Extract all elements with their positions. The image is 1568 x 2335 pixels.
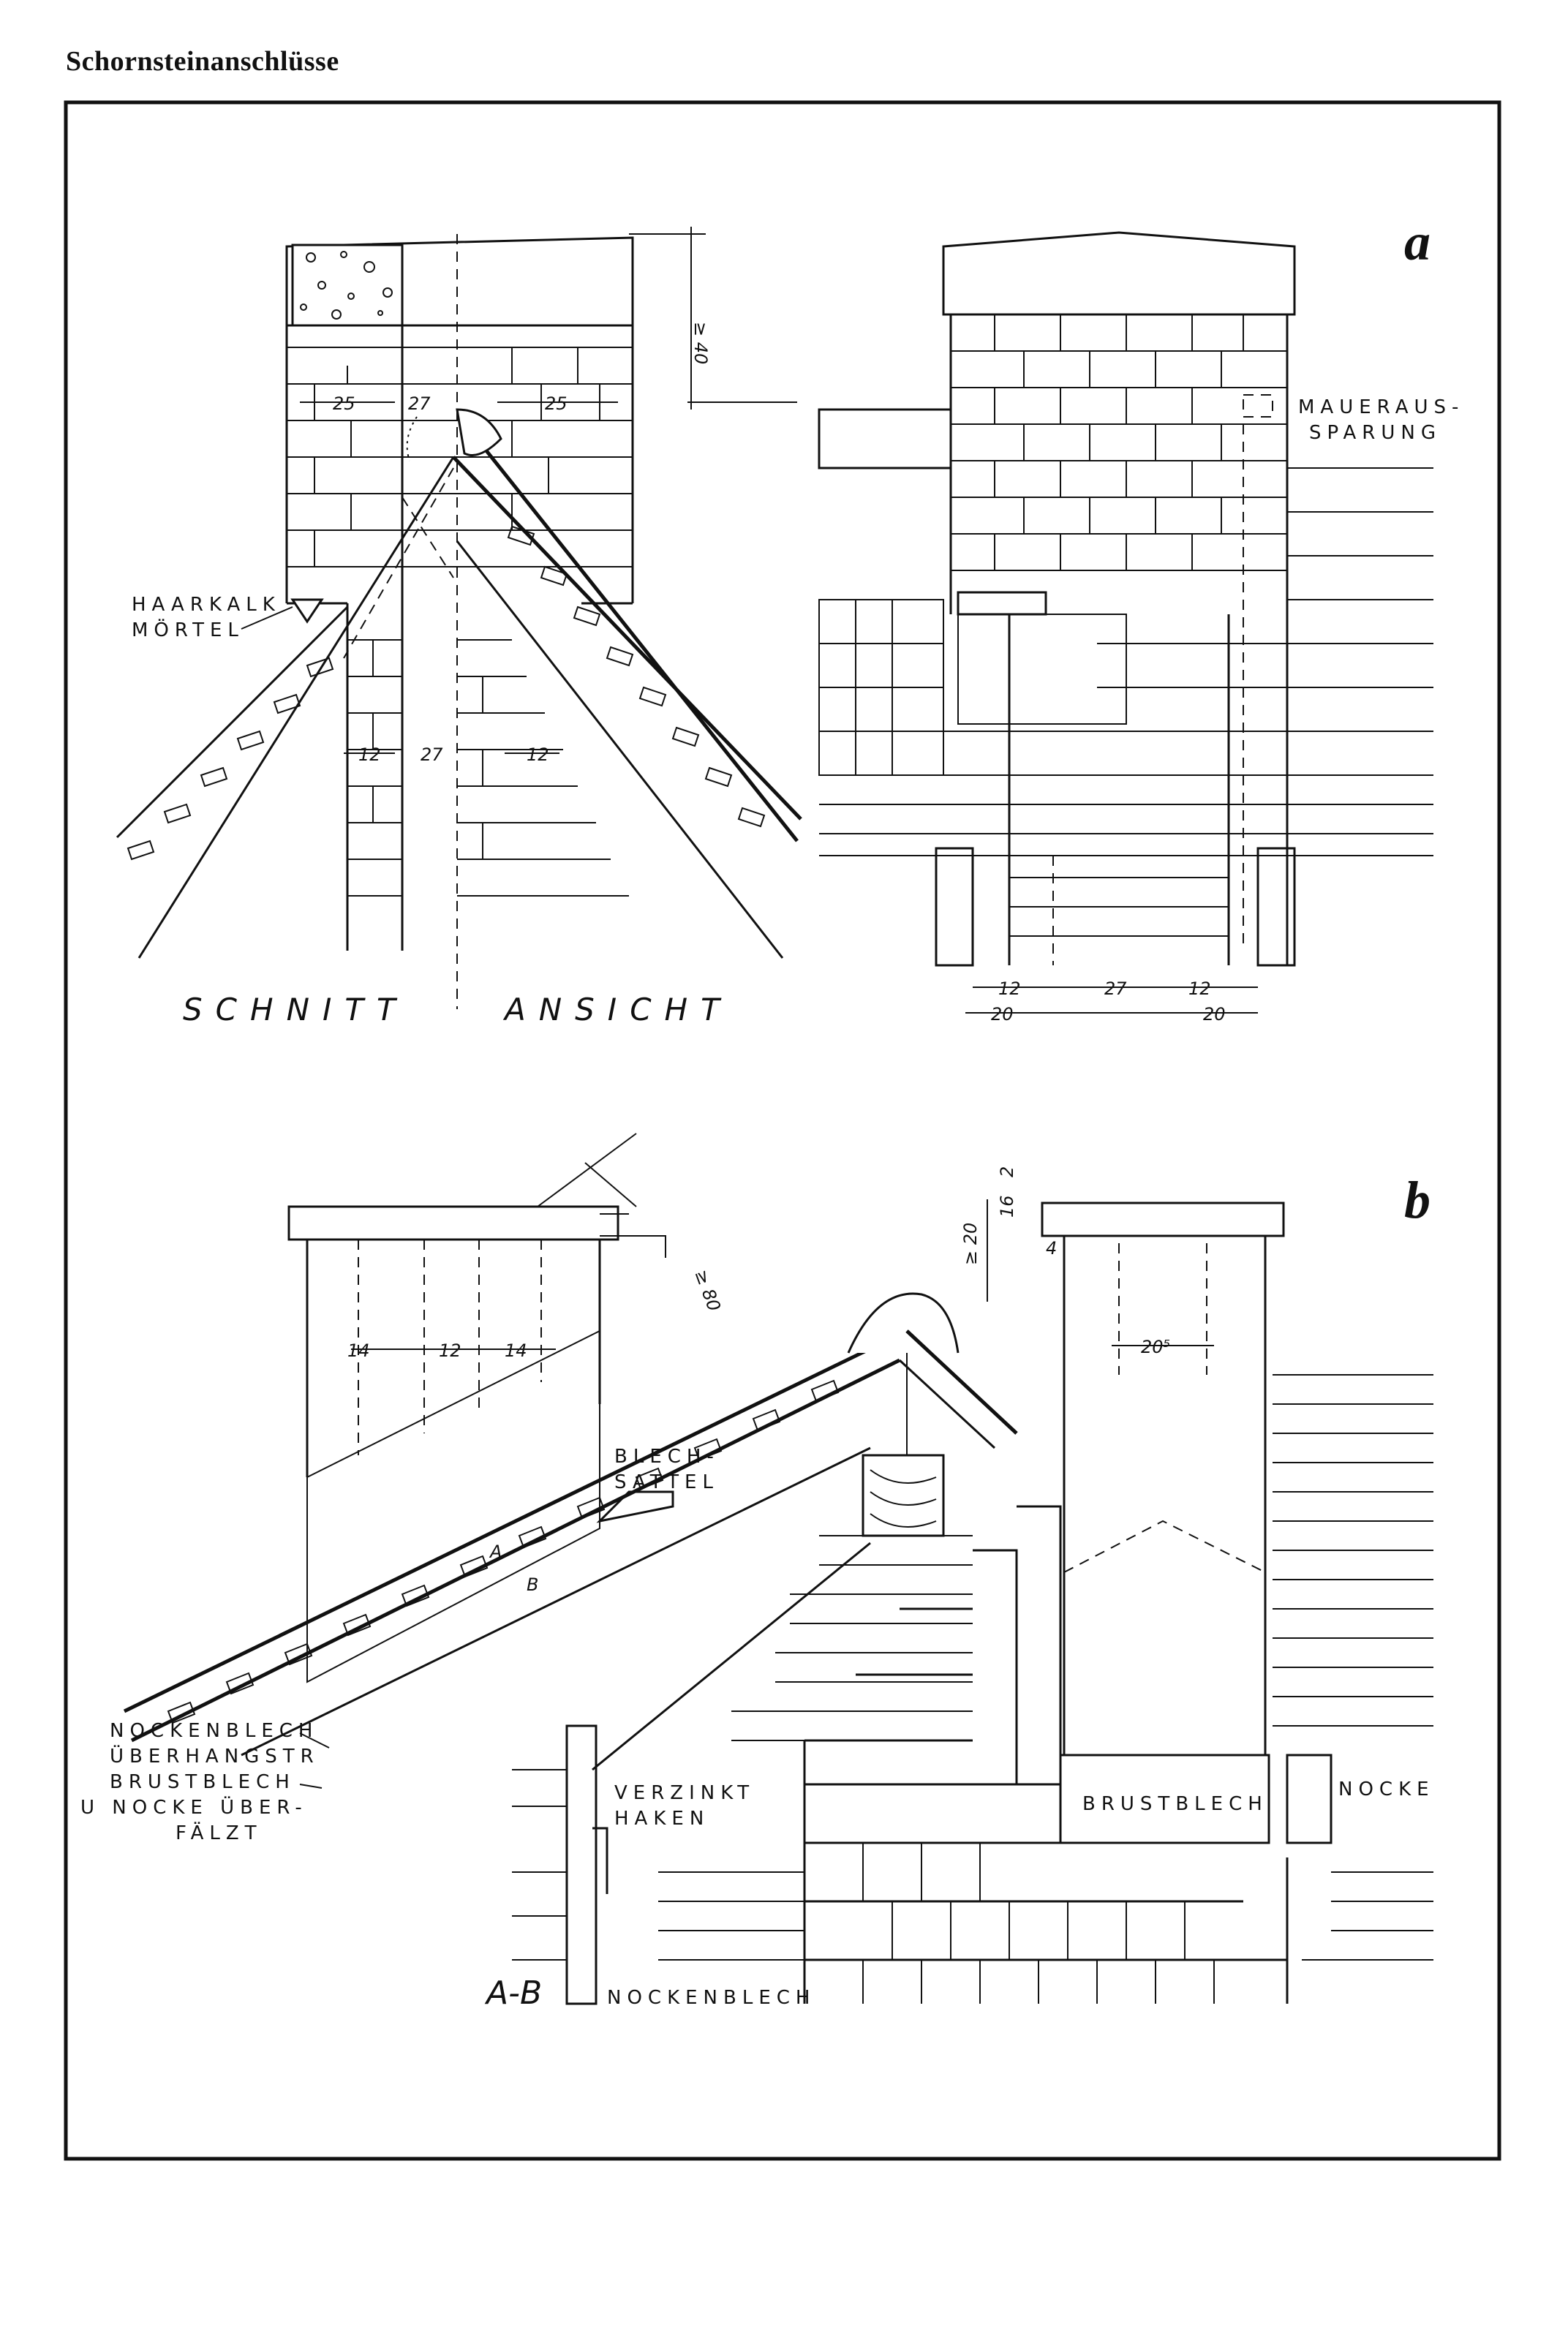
label-ab: A-B xyxy=(484,1974,542,2012)
label-haken: HAKEN xyxy=(614,1808,709,1830)
flashing-plate xyxy=(306,1329,600,1683)
label-blech: BLECH- xyxy=(614,1446,720,1468)
dim-14a: 14 xyxy=(347,1340,370,1361)
panel-letter-a: a xyxy=(1404,213,1431,271)
dim-14b: 14 xyxy=(505,1340,527,1361)
elevation-drawing: MAUERAUS- SPARUNG 12 27 12 20 20 xyxy=(818,231,1464,1025)
page-title: Schornsteinanschlüsse xyxy=(66,46,339,77)
tiles-slope-right xyxy=(507,525,766,828)
panel-a: a xyxy=(116,213,1464,1027)
dim-flue: 27 xyxy=(408,393,431,414)
chimney-cap-right xyxy=(942,231,1296,316)
dim-lower-right: 12 xyxy=(527,744,549,765)
label-nockenblech-detail: NOCKENBLECH xyxy=(607,1987,815,2009)
dim-205: 20⁵ xyxy=(1141,1337,1170,1357)
label-b: B xyxy=(527,1574,538,1595)
section-drawing: 25 27 25 ≥ 40 12 27 12 HAARKALK MÖRTEL S… xyxy=(116,227,802,1027)
rafter-b xyxy=(241,1446,871,1757)
dim-wall-right: 25 xyxy=(545,393,568,414)
chimney-cap-b-left xyxy=(287,1205,619,1241)
dim-view-12b: 12 xyxy=(1188,978,1211,999)
ridge-cap-elevation xyxy=(818,408,952,469)
dim-20: ≥ 20 xyxy=(960,1223,981,1265)
dim-view-20b: 20 xyxy=(1203,1004,1226,1025)
mortar-fillet xyxy=(456,408,502,456)
dim-12: 12 xyxy=(439,1340,461,1361)
label-nocken2: ÜBERHANGSTR xyxy=(110,1744,320,1768)
brick-courses-section xyxy=(287,347,633,897)
chimney-oblique-section: 14 12 14 ≥ 80 xyxy=(80,1133,1018,1844)
dim-16: 16 xyxy=(997,1195,1017,1218)
nocke-plate xyxy=(1286,1754,1333,1844)
label-maueraus: MAUERAUS- xyxy=(1298,396,1464,418)
label-nocken1: NOCKENBLECH xyxy=(110,1720,318,1742)
dim-view-12a: 12 xyxy=(998,978,1021,999)
dim-view-27: 27 xyxy=(1104,978,1127,999)
label-nocken5: FÄLZT xyxy=(176,1821,263,1844)
tile-field-b xyxy=(658,1374,1433,1961)
dim-view-20a: 20 xyxy=(991,1004,1014,1025)
panel-letter-b: b xyxy=(1404,1171,1431,1229)
label-brustblech: BRUSTBLECH xyxy=(1082,1793,1268,1815)
roof-slope-upper xyxy=(123,1329,908,1713)
stepped-tiles-b xyxy=(803,1505,1289,2004)
panel-b: b 14 12 14 ≥ 80 xyxy=(80,1133,1435,2012)
sheet-border xyxy=(64,100,1501,2161)
concrete-aggregate xyxy=(300,251,393,320)
label-ansicht: ANSICHT xyxy=(502,992,733,1027)
rafter-right xyxy=(456,540,784,959)
dim-80: ≥ 80 xyxy=(690,1267,724,1313)
dim-wall-left: 25 xyxy=(333,393,355,414)
label-nocke: NOCKE xyxy=(1338,1778,1435,1800)
label-sparung: SPARUNG xyxy=(1309,422,1441,444)
concrete-cap-section xyxy=(291,244,404,327)
rafter-end-left xyxy=(935,847,974,967)
ridge-tile-b xyxy=(847,1292,960,1354)
rafter-end-right xyxy=(1256,847,1296,967)
chimney-cap-b-right xyxy=(1041,1202,1285,1237)
label-nocken3: BRUSTBLECH xyxy=(110,1771,295,1793)
tile-rows-elevation xyxy=(818,599,1127,776)
chimney-elevation-b: BRUSTBLECH 20⁵ ≥ 20 16 2 4 NOCKE xyxy=(658,1166,1435,2004)
brustblech-plate xyxy=(1059,1754,1270,1844)
label-moertel: MÖRTEL xyxy=(132,618,244,641)
label-a: A xyxy=(489,1542,502,1562)
tiles-slope-left xyxy=(127,657,334,861)
label-haarkalk: HAARKALK xyxy=(132,594,281,616)
dim-4: 4 xyxy=(1046,1238,1057,1259)
detail-ab: VERZINKT HAKEN A-B NOCKENBLECH xyxy=(484,1724,815,2012)
label-nocken4: U NOCKE ÜBER- xyxy=(80,1795,308,1819)
dim-2: 2 xyxy=(997,1166,1017,1177)
dim-lower-flue: 27 xyxy=(421,744,443,765)
label-verzinkt: VERZINKT xyxy=(614,1782,755,1804)
tiles-slope-b xyxy=(167,1379,840,1724)
label-sattel: SATTEL xyxy=(614,1471,719,1493)
tile-joints-b xyxy=(862,1843,1215,2004)
roof-battens xyxy=(819,467,1433,856)
dim-height: ≥ 40 xyxy=(690,322,711,364)
mortar-bed xyxy=(957,591,1047,616)
label-schnitt: SCHNITT xyxy=(183,992,409,1027)
dim-lower-left: 12 xyxy=(358,744,381,765)
brick-courses-elevation xyxy=(951,314,1287,937)
